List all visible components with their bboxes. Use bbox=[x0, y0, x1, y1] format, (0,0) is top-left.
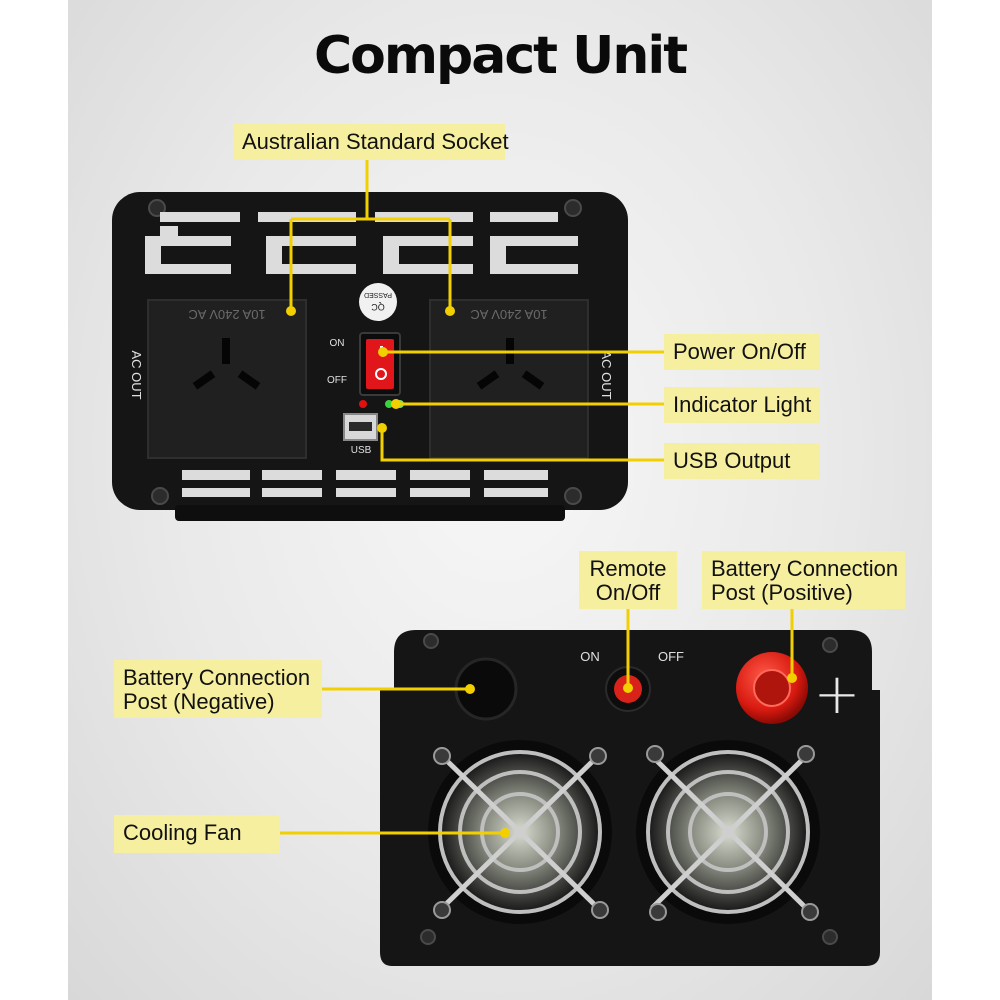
ac-out-label-right: AC OUT bbox=[599, 350, 614, 399]
front-screws bbox=[148, 199, 582, 505]
usb-port-label: USB bbox=[351, 445, 372, 456]
front-bottom-vents bbox=[182, 470, 548, 497]
callout-text: USB Output bbox=[673, 448, 791, 473]
callout-text: Power On/Off bbox=[673, 339, 806, 364]
callout-australian-standard-socket: Australian Standard Socket bbox=[233, 124, 509, 160]
cooling-fan-left bbox=[428, 740, 612, 924]
leader-endpoints bbox=[286, 306, 797, 838]
remote-off-text: OFF bbox=[658, 649, 684, 664]
remote-on-text: ON bbox=[580, 649, 600, 664]
socket-rating-left: 10A 240V AC bbox=[188, 307, 265, 322]
qc-sticker bbox=[359, 283, 397, 321]
callout-battery-positive: Battery Connection Post (Positive) bbox=[702, 551, 905, 609]
callout-text-line-2: Post (Positive) bbox=[711, 580, 853, 605]
ac-socket-left bbox=[147, 299, 307, 459]
rear-unit: ON OFF + bbox=[380, 630, 880, 966]
callout-battery-negative: Battery Connection Post (Negative) bbox=[114, 660, 322, 718]
callout-text-line-1: Battery Connection bbox=[123, 665, 311, 690]
ac-socket-right bbox=[429, 299, 589, 459]
rear-screws bbox=[420, 633, 838, 945]
leader-lines bbox=[280, 158, 794, 835]
cooling-fan-right bbox=[636, 740, 820, 924]
socket-rating-right: 10A 240V AC bbox=[470, 307, 547, 322]
callout-text: Australian Standard Socket bbox=[242, 129, 509, 154]
positive-symbol: + bbox=[814, 662, 861, 727]
page-title: Compact Unit bbox=[313, 26, 688, 86]
front-unit: 10A 240V AC 10A 240V AC AC OUT AC OUT QC… bbox=[112, 192, 628, 521]
indicator-light-green-1 bbox=[385, 400, 393, 408]
indicator-light-red bbox=[359, 400, 367, 408]
callout-text: Cooling Fan bbox=[123, 820, 242, 845]
switch-on-text: ON bbox=[330, 338, 345, 349]
qc-sticker-text-2: PASSED bbox=[364, 291, 392, 298]
switch-off-text: OFF bbox=[327, 375, 347, 386]
ac-out-label-left: AC OUT bbox=[129, 350, 144, 399]
callout-cooling-fan: Cooling Fan bbox=[114, 815, 280, 853]
callout-text-line-2: Post (Negative) bbox=[123, 689, 275, 714]
callout-indicator-light: Indicator Light bbox=[664, 387, 820, 423]
callout-text: Indicator Light bbox=[673, 392, 812, 417]
callout-remote-on-off: Remote On/Off bbox=[579, 551, 677, 609]
callout-text-line-2: On/Off bbox=[595, 580, 661, 605]
callout-text-line-1: Remote bbox=[589, 556, 667, 581]
qc-sticker-text-1: QC bbox=[371, 302, 385, 312]
callout-power-on-off: Power On/Off bbox=[664, 334, 820, 370]
callout-usb-output: USB Output bbox=[664, 443, 820, 479]
callout-text-line-1: Battery Connection bbox=[711, 556, 899, 581]
